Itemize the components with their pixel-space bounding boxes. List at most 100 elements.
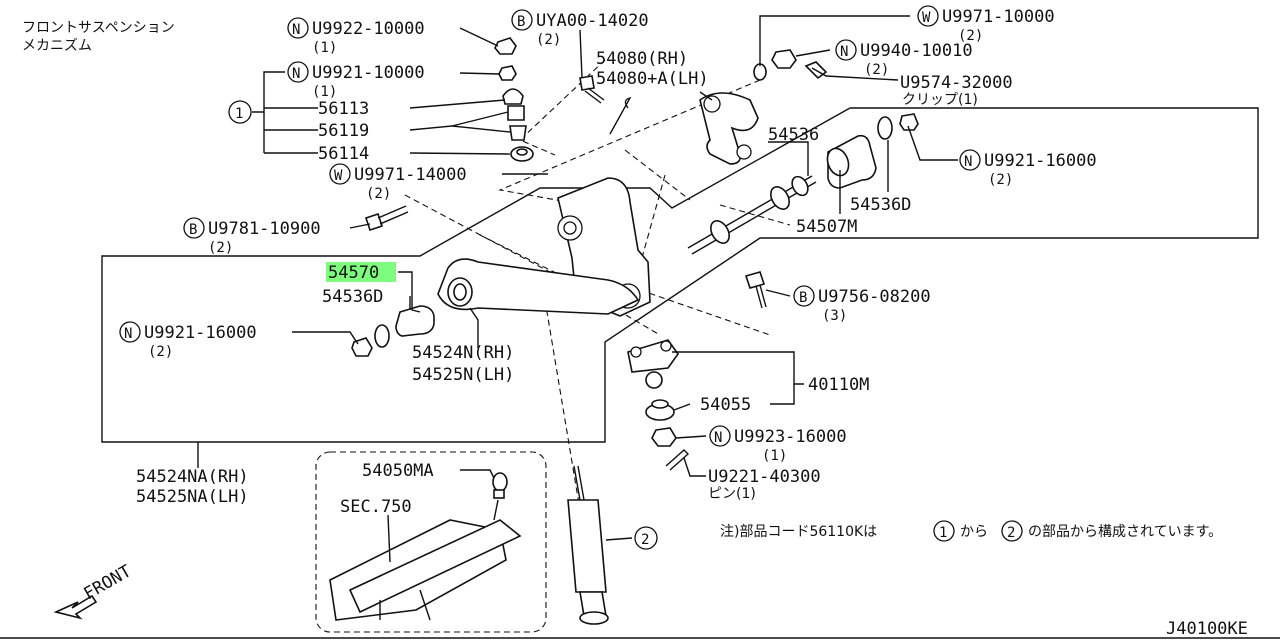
prefix-n-9923: N [714, 430, 722, 446]
highlight-54570 [326, 262, 396, 282]
bushing-56113-icon [507, 105, 525, 121]
ref-2-label: 2 [641, 532, 649, 548]
bolt-9781-icon [364, 205, 409, 232]
bolt-uya-icon [579, 75, 605, 104]
n-prefix-9923-icon [709, 425, 731, 447]
b-prefix-9756-icon [793, 285, 815, 307]
nut-icon [494, 37, 517, 55]
n-prefix-9921a-icon [287, 61, 309, 83]
callout-u9940-qty: (2) [864, 62, 889, 78]
note-suffix: の部品から構成されています。 [1028, 524, 1222, 540]
callout-u9921-10000: U9921-10000 [312, 63, 425, 83]
callout-40110m: 40110M [808, 375, 869, 395]
bushing-56119-icon [509, 125, 527, 141]
ball-joint-icon [627, 339, 679, 389]
callout-u9221: U9221-40300 [708, 467, 821, 487]
callout-54525n: 54525N(LH) [412, 365, 514, 385]
pivot-bracket-icon [699, 92, 759, 165]
callout-56113: 56113 [318, 99, 369, 119]
callout-u9922-qty: (1) [312, 40, 337, 56]
callout-u9971-14000-qty: (2) [366, 186, 391, 202]
callout-54080-lh: 54080+A(LH) [596, 69, 709, 89]
nut-9921b-icon [899, 113, 919, 131]
callout-54525na: 54525NA(LH) [136, 487, 249, 507]
callout-54050ma: 54050MA [362, 461, 434, 481]
n-prefix-icon [287, 17, 309, 39]
frame-member-icon [329, 519, 522, 621]
callout-u9781: U9781-10900 [208, 219, 321, 239]
b-prefix-icon [511, 9, 533, 31]
callout-u9221-qty: ピン(1) [708, 486, 756, 502]
note-ref-1: 1 [939, 525, 947, 541]
callout-54507m: 54507M [796, 217, 857, 237]
inset-frame-box [315, 451, 547, 633]
callout-56119: 56119 [318, 121, 369, 141]
callout-54080-rh: 54080(RH) [596, 49, 688, 69]
nut-9940-icon [771, 49, 797, 69]
w-prefix-14000-icon [329, 163, 351, 185]
callout-u9940: U9940-10010 [860, 41, 973, 61]
washer-icon [753, 63, 767, 81]
prefix-w-a: W [922, 10, 931, 26]
callout-54524n: 54524N(RH) [412, 343, 514, 363]
callout-u9971-10000-qty: (2) [958, 28, 983, 44]
note-ref-2-icon [1001, 520, 1023, 542]
washer-56114-icon [510, 146, 534, 162]
clip-wire-icon [609, 96, 632, 135]
dashed-leaders [404, 59, 791, 541]
callout-u9971-14000: U9971-14000 [354, 165, 467, 185]
diagram-code: J40100KE [1166, 619, 1248, 639]
shock-absorber-icon [567, 465, 609, 625]
ref-1-label: 1 [235, 106, 243, 122]
washer-54536d-icon [877, 116, 893, 140]
callout-u9921-10000-qty: (1) [312, 84, 337, 100]
boot-54055-icon [645, 399, 675, 421]
prefix-n-9921b: N [964, 154, 972, 170]
callout-uya00: UYA00-14020 [536, 11, 649, 31]
front-arrow-icon [53, 594, 98, 620]
callout-u9923: U9923-16000 [734, 427, 847, 447]
prefix-w-b: W [334, 168, 343, 184]
callout-u9921-16000-right: U9921-16000 [984, 151, 1097, 171]
ref-1-icon [228, 100, 252, 124]
callout-u9921-16000-right-qty: (2) [988, 172, 1013, 188]
b-prefix-9781-icon [183, 217, 205, 239]
sec-750-label[interactable]: SEC.750 [340, 497, 412, 517]
bolt-9756-icon [744, 271, 767, 309]
note-ref-1-icon [933, 520, 955, 542]
callout-54536d-right: 54536D [850, 195, 911, 215]
pivot-shaft-icon [687, 175, 817, 255]
callout-54536d-left: 54536D [322, 287, 383, 307]
diagram-title-line1: フロントサスペンション [22, 20, 175, 36]
prefix-n-9921a: N [292, 66, 300, 82]
callout-56114: 56114 [318, 144, 369, 164]
callout-u9971-10000: U9971-10000 [942, 7, 1055, 27]
callout-uya00-qty: (2) [536, 32, 561, 48]
callout-u9921-16000-left-qty: (2) [148, 344, 173, 360]
note-middle: から [960, 524, 988, 540]
callout-54055: 54055 [700, 395, 751, 415]
prefix-b-uya: B [517, 14, 525, 30]
callout-u9921-16000-left: U9921-16000 [144, 323, 257, 343]
rubber-stopper-54050ma-icon [492, 472, 508, 499]
front-label: FRONT [81, 561, 135, 604]
w-prefix-icon [917, 5, 939, 27]
n-prefix-9940-icon [835, 39, 857, 61]
rubber-stopper-icon [502, 88, 524, 105]
bushing-left-icon [395, 305, 435, 337]
callout-54570[interactable]: 54570 [328, 263, 379, 283]
diagram-title-line2: メカニズム [22, 38, 92, 54]
callout-u9756: U9756-08200 [818, 287, 931, 307]
ref-2-icon [634, 526, 658, 550]
callout-54536: 54536 [768, 125, 819, 145]
callout-u9574: U9574-32000 [900, 73, 1013, 93]
prefix-n-9940: N [840, 44, 848, 60]
bushing-54536-icon [826, 134, 877, 189]
n-prefix-9921c-icon [119, 321, 141, 343]
callout-leaders [197, 15, 958, 541]
callout-u9781-qty: (2) [208, 240, 233, 256]
note-ref-2: 2 [1007, 525, 1015, 541]
transverse-link-arm-icon [437, 258, 640, 315]
